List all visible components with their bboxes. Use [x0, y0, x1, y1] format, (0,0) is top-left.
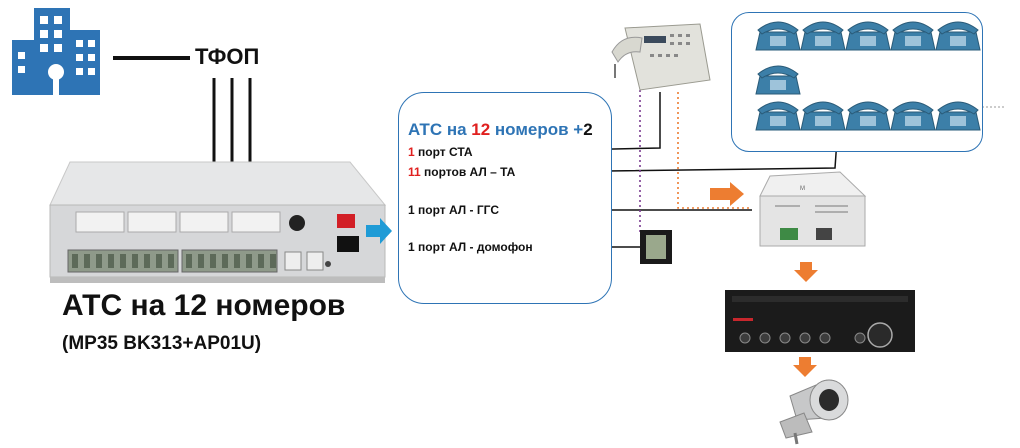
info-line-text: портов АЛ – ТА: [420, 165, 516, 179]
info-line-num: 1: [408, 145, 415, 159]
svg-text:M: M: [800, 186, 805, 192]
orange-arrow-down-2: [793, 357, 817, 377]
orange-arrow-right: [710, 182, 744, 206]
desk-phone-icon: [845, 101, 891, 131]
building-icon: [12, 8, 100, 95]
desk-phone-icon: [845, 21, 891, 51]
desk-phone-icon: [755, 101, 801, 131]
desk-phone-icon: [800, 21, 846, 51]
desk-phone-icon: [755, 21, 801, 51]
pbx-caption: АТС на 12 номеров: [62, 289, 346, 322]
info-title-num: 12: [471, 120, 491, 139]
trunk-lines: [212, 78, 252, 162]
ggs-dotted-line: [677, 92, 752, 209]
desk-phone-icon: [755, 65, 801, 95]
info-line-sta: 1 порт СТА: [408, 145, 473, 159]
desk-phone-icon: [935, 21, 981, 51]
intercom-icon: [640, 230, 672, 264]
amplifier-device: [725, 290, 915, 352]
ggs-interface-module: M: [759, 171, 867, 247]
desk-phone-icon: [935, 101, 981, 131]
info-title-suffix: 2: [583, 120, 593, 139]
pbx-device: [49, 161, 387, 283]
pbx-info-box: [398, 92, 612, 304]
info-line-num: 11: [408, 165, 421, 179]
desk-phone-icon: [800, 101, 846, 131]
operator-phone-icon: [611, 23, 711, 91]
orange-arrow-down-1: [794, 262, 818, 282]
desk-phone-icon: [890, 21, 936, 51]
info-line-intercom: 1 порт АЛ - домофон: [408, 240, 533, 254]
info-line-ggs: 1 порт АЛ - ГГС: [408, 203, 499, 217]
blue-arrow: [366, 218, 392, 244]
horn-speaker-icon: [779, 379, 849, 445]
desk-phone-icon: [890, 101, 936, 131]
info-title-mid: номеров +: [490, 120, 584, 139]
phone-set-group: [755, 21, 981, 131]
pbx-model: (MP35 BK313+AP01U): [62, 333, 262, 354]
info-line-text: порт СТА: [414, 145, 473, 159]
tfop-label: ТФОП: [195, 44, 260, 69]
info-line-al: 11 портов АЛ – ТА: [408, 165, 515, 179]
info-title: АТС на 12 номеров +2: [408, 120, 593, 140]
info-title-prefix: АТС на: [408, 120, 472, 139]
